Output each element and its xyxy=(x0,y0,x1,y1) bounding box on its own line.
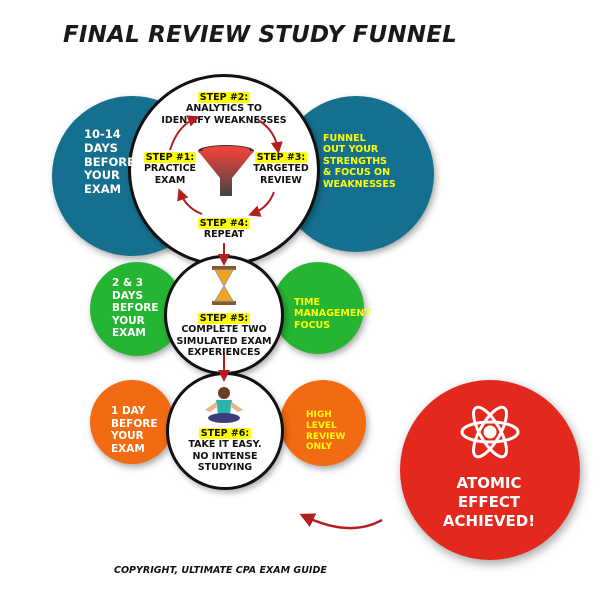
step-4: STEP #4: REPEAT xyxy=(197,218,251,241)
arrow-to-funnel xyxy=(299,513,383,530)
page-title: FINAL REVIEW STUDY FUNNEL xyxy=(63,22,458,48)
tier3-left-circle xyxy=(90,380,174,464)
tier3-right-circle xyxy=(280,380,366,466)
copyright: COPYRIGHT, ULTIMATE CPA EXAM GUIDE xyxy=(114,565,327,576)
tier2-right-circle xyxy=(272,262,364,354)
atomic-circle xyxy=(400,380,580,560)
